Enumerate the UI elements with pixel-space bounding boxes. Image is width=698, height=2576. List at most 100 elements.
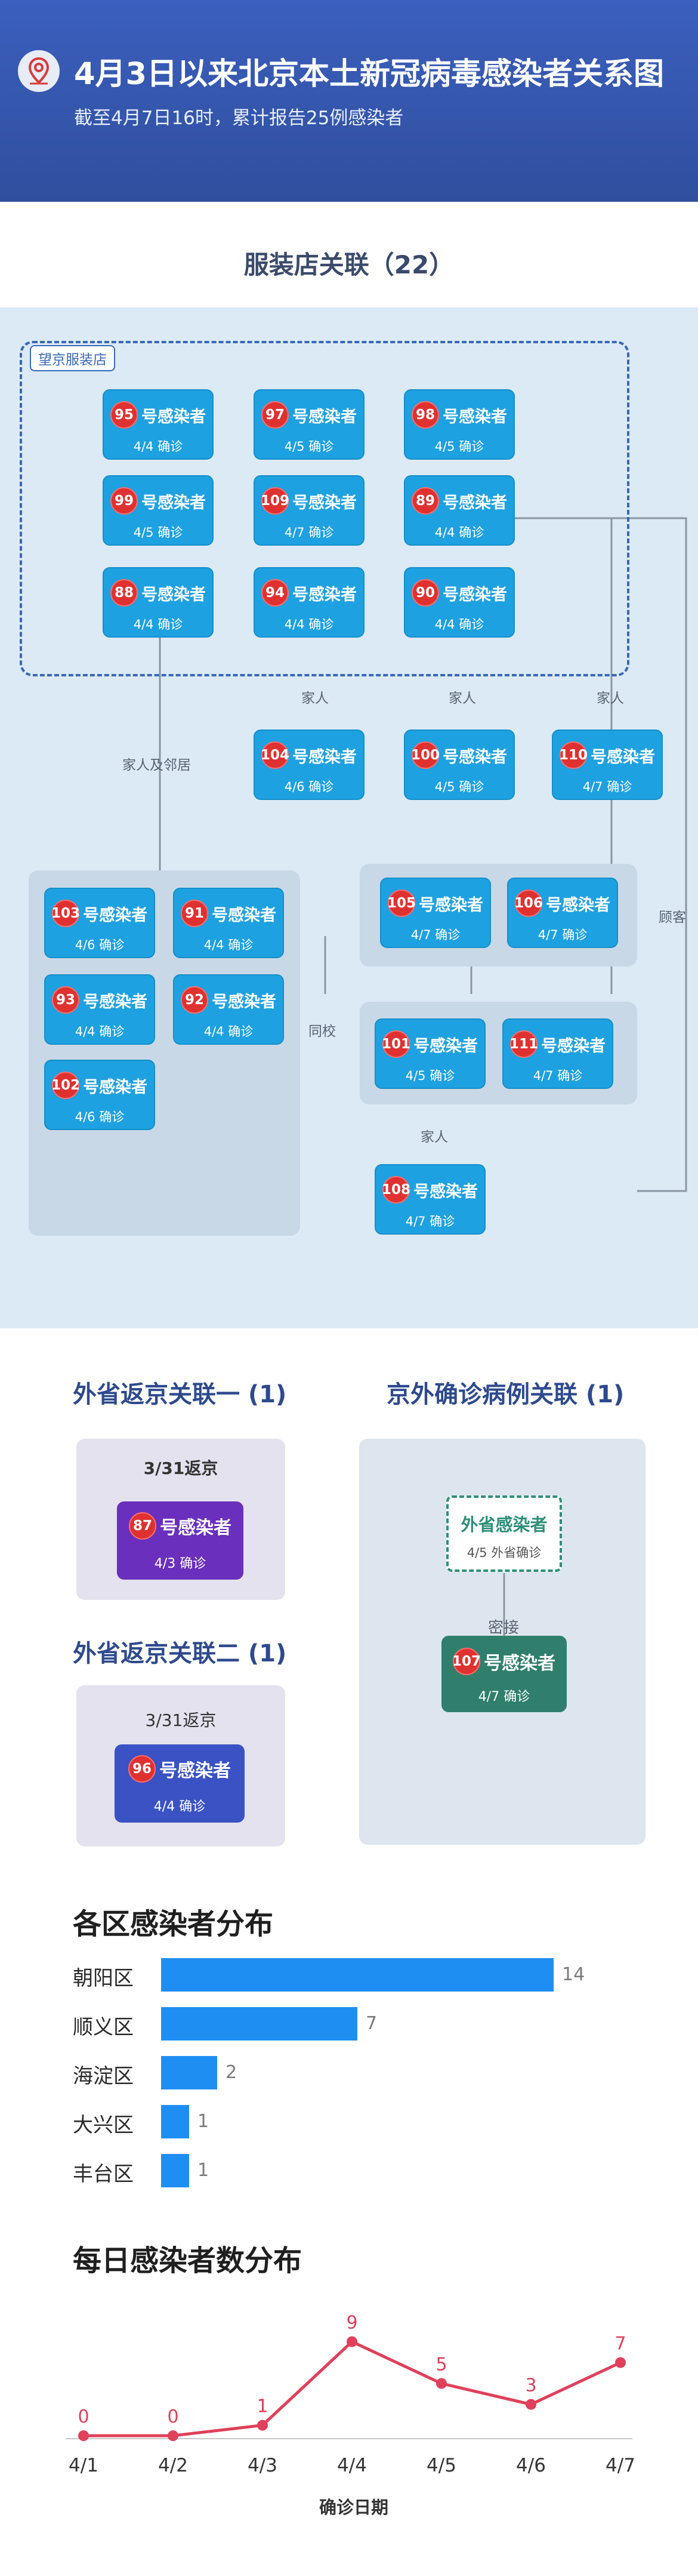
case-label: 号感染者: [141, 407, 206, 426]
case-label: 号感染者: [292, 493, 357, 512]
case-number: 105: [387, 890, 416, 917]
case-number: 100: [411, 741, 440, 769]
case-label: 号感染者: [443, 747, 507, 767]
confirm-date: 4/7 确诊: [284, 525, 334, 540]
case-number: 103: [51, 900, 80, 927]
x-tick-label: 4/7: [606, 2455, 635, 2476]
clothing-section-title: 服装店关联（22）: [243, 250, 455, 279]
case-label: 号感染者: [141, 493, 206, 512]
bar-value-label: 1: [197, 2111, 209, 2132]
confirm-date: 4/4 确诊: [434, 525, 484, 540]
edge-label-family: 家人: [597, 691, 624, 706]
case-card[interactable]: 107 号感染者 4/7 确诊: [441, 1636, 567, 1712]
province1-section-title: 外省返京关联一 (1): [73, 1381, 287, 1408]
x-tick-label: 4/2: [158, 2455, 188, 2476]
edge-label-family-neighbor: 家人及邻居: [122, 758, 191, 773]
data-point: [615, 2357, 626, 2368]
outside-section-title: 京外确诊病例关联 (1): [387, 1381, 625, 1408]
edge-label-family: 家人: [301, 691, 329, 706]
case-number: 96: [128, 1755, 156, 1783]
confirm-date: 4/7 确诊: [478, 1689, 530, 1704]
confirm-date: 4/6 确诊: [75, 1110, 125, 1124]
case-number: 88: [110, 579, 138, 607]
case-label: 号感染者: [212, 992, 276, 1011]
bar-category-label: 朝阳区: [73, 1966, 134, 1990]
bar-value-label: 14: [562, 1964, 585, 1985]
outside-case-card[interactable]: 外省感染者 4/5 外省确诊: [446, 1495, 562, 1572]
case-label: 号感染者: [292, 407, 357, 426]
data-label: 3: [525, 2375, 536, 2396]
edge-label-customer: 顾客: [659, 910, 686, 925]
bar-category-label: 大兴区: [73, 2113, 134, 2137]
x-tick-label: 4/6: [516, 2455, 546, 2476]
bar-海淀区: [161, 2056, 217, 2089]
case-label: 号感染者: [443, 407, 507, 426]
data-point: [257, 2420, 268, 2431]
confirm-date: 4/6 确诊: [284, 780, 334, 794]
confirm-date: 4/5 确诊: [434, 780, 484, 794]
case-number: 111: [509, 1030, 538, 1058]
case-card[interactable]: 87 号感染者 4/3 确诊: [117, 1501, 243, 1580]
outside-case-date: 4/5 外省确诊: [467, 1546, 542, 1560]
confirm-date: 4/4 确诊: [153, 1799, 206, 1814]
confirm-date: 4/5 确诊: [434, 439, 484, 454]
header-banner: 4月3日以来北京本土新冠病毒感染者关系图 截至4月7日16时，累计报告25例感染…: [0, 0, 698, 202]
page-subtitle: 截至4月7日16时，累计报告25例感染者: [74, 107, 404, 129]
x-tick-label: 4/1: [69, 2455, 98, 2476]
location-pin-icon: [18, 50, 60, 92]
case-label: 号感染者: [546, 895, 610, 915]
bar-丰台区: [161, 2154, 189, 2187]
case-number: 110: [559, 741, 588, 769]
province2-section-title: 外省返京关联二 (1): [73, 1640, 287, 1667]
edge-label-family: 家人: [449, 691, 476, 706]
case-number: 99: [110, 487, 138, 515]
page-title: 4月3日以来北京本土新冠病毒感染者关系图: [74, 57, 664, 92]
confirm-date: 4/3 确诊: [154, 1556, 206, 1571]
case-number: 87: [129, 1512, 156, 1540]
edge-label-family: 家人: [421, 1129, 448, 1145]
confirm-date: 4/7 确诊: [405, 1214, 455, 1229]
store-group-box: [20, 341, 629, 676]
confirm-date: 4/4 确诊: [203, 938, 254, 952]
x-tick-label: 4/3: [248, 2455, 277, 2476]
bar-category-label: 丰台区: [73, 2162, 134, 2186]
confirm-date: 4/4 确诊: [133, 439, 183, 454]
case-card[interactable]: 96 号感染者 4/4 确诊: [115, 1744, 245, 1823]
case-label: 号感染者: [83, 992, 147, 1011]
case-label: 号感染者: [413, 1036, 478, 1055]
case-label: 号感染者: [443, 493, 507, 512]
store-label: 望京服装店: [30, 345, 115, 371]
case-number: 93: [52, 986, 79, 1014]
edge-label-close-contact: 密接: [488, 1619, 520, 1637]
case-number: 107: [452, 1648, 481, 1675]
confirm-date: 4/4 确诊: [203, 1024, 254, 1039]
case-label: 号感染者: [292, 747, 357, 767]
case-number: 102: [51, 1072, 80, 1099]
x-axis-label: 确诊日期: [319, 2497, 388, 2517]
confirm-date: 4/7 确诊: [582, 780, 632, 794]
case-label: 号感染者: [292, 585, 357, 604]
